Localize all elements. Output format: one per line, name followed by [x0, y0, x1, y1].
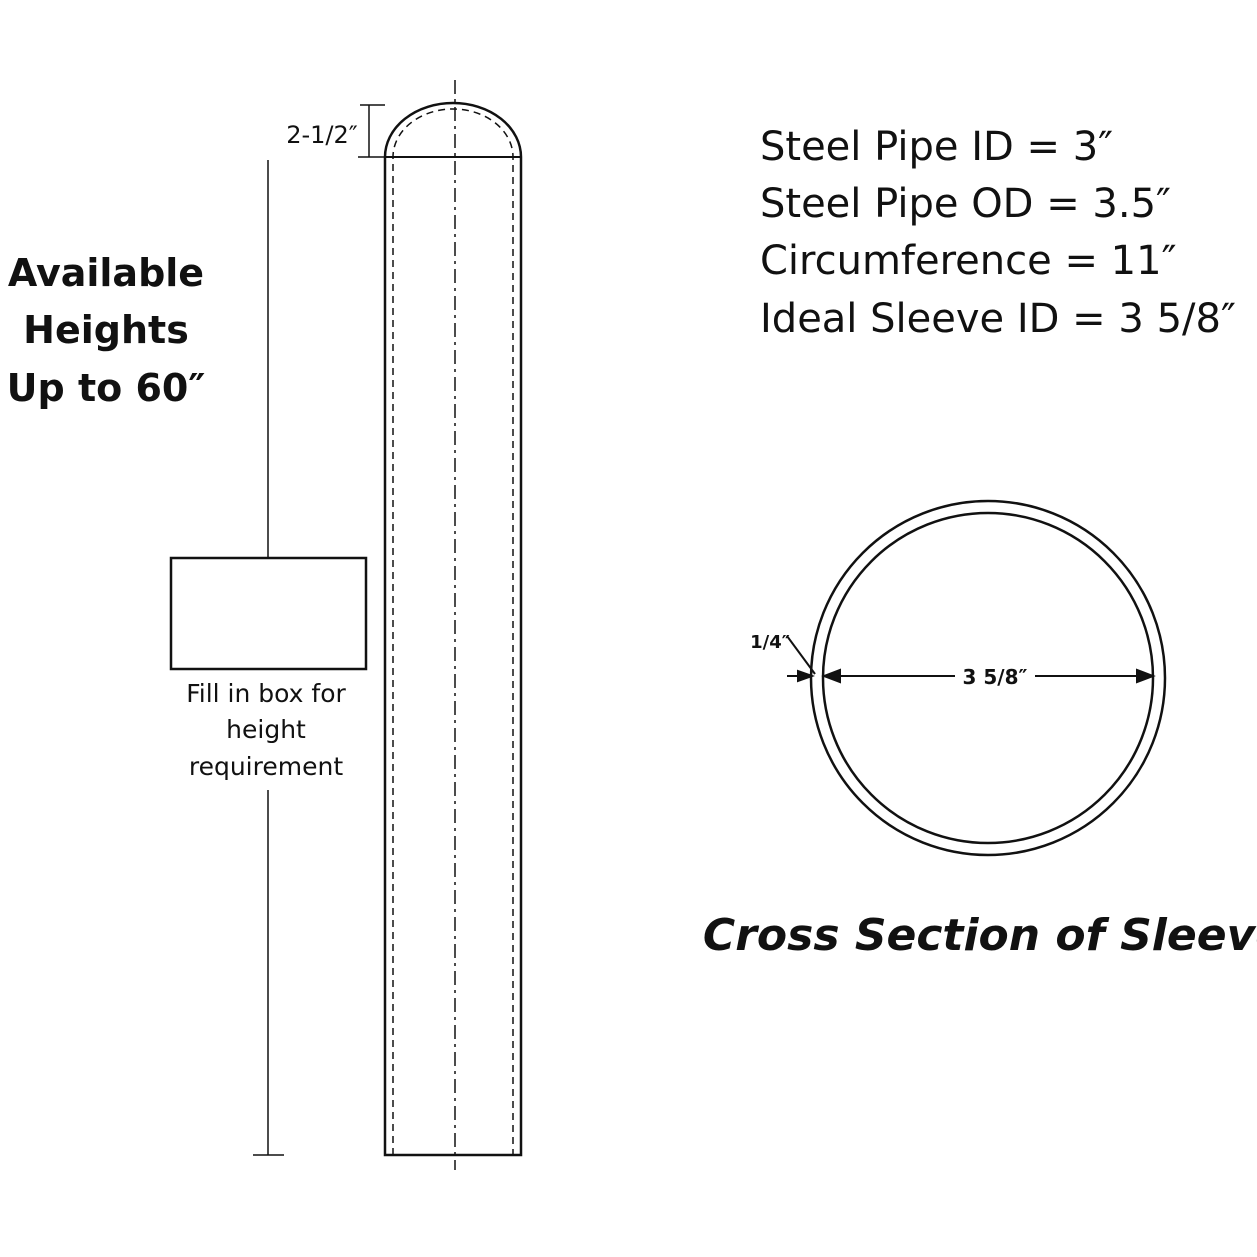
fill-box-caption: Fill in box for height requirement [186, 679, 346, 781]
heights-line-2: Heights [23, 308, 189, 352]
caption-line-3: requirement [189, 752, 343, 781]
dome-dimension-label: 2-1/2″ [286, 121, 358, 149]
height-dimension-line [253, 160, 284, 1156]
caption-line-2: height [226, 715, 306, 744]
spec-sleeve-id: Ideal Sleeve ID = 3 5/8″ [760, 296, 1236, 342]
caption-line-1: Fill in box for [186, 679, 346, 708]
height-fill-in-box[interactable] [169, 556, 368, 671]
spec-pipe-od: Steel Pipe OD = 3.5″ [760, 181, 1171, 227]
spec-circumference: Circumference = 11″ [760, 238, 1177, 284]
spec-pipe-id: Steel Pipe ID = 3″ [760, 124, 1113, 170]
diameter-dimension [786, 635, 1156, 684]
sleeve-side-view [383, 80, 523, 1170]
available-heights-label: Available Heights Up to 60″ [7, 251, 206, 410]
wall-thickness-label: 1/4″ [750, 632, 790, 653]
cross-section-title: Cross Section of Sleeve [703, 910, 1257, 961]
heights-line-3: Up to 60″ [7, 366, 206, 410]
heights-line-1: Available [8, 251, 204, 295]
cross-section-view [809, 499, 1167, 857]
specs-list: Steel Pipe ID = 3″ Steel Pipe OD = 3.5″ … [760, 124, 1236, 342]
diameter-label: 3 5/8″ [963, 665, 1028, 689]
dome-dimension [358, 104, 385, 158]
